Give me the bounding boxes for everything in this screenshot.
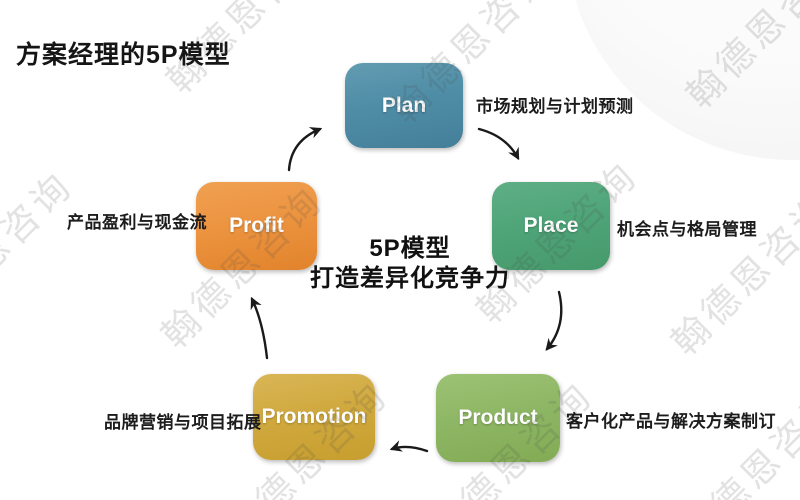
node-product-description: 客户化产品与解决方案制订 <box>566 412 776 431</box>
center-caption-line1: 5P模型 <box>369 235 451 262</box>
node-plan: Plan <box>345 63 463 148</box>
arrow-promotion-to-profit <box>250 296 269 360</box>
page-title: 方案经理的5P模型 <box>16 40 231 69</box>
center-caption: 5P模型 打造差异化竞争力 <box>285 234 535 294</box>
node-plan-description: 市场规划与计划预测 <box>476 97 634 116</box>
arrow-plan-to-place <box>477 127 520 161</box>
center-caption-line2: 打造差异化竞争力 <box>310 265 510 292</box>
arrow-place-to-product <box>545 290 563 351</box>
arrow-profit-to-plan <box>287 127 323 172</box>
node-profit-description: 产品盈利与现金流 <box>67 213 207 232</box>
arrow-product-to-promotion <box>389 440 429 453</box>
node-promotion: Promotion <box>253 374 375 460</box>
node-profit: Profit <box>196 182 317 270</box>
node-promotion-description: 品牌营销与项目拓展 <box>104 413 262 432</box>
node-product: Product <box>436 374 560 462</box>
node-place: Place <box>492 182 610 270</box>
node-place-description: 机会点与格局管理 <box>617 220 757 239</box>
